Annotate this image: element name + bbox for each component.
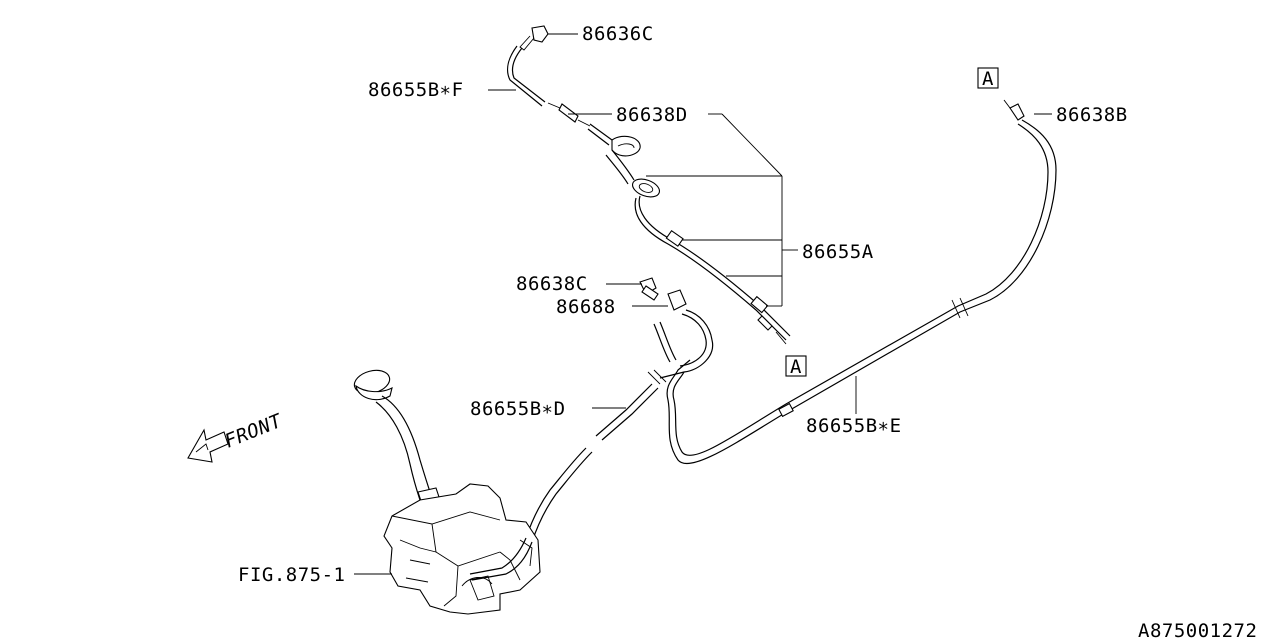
- catalog-code: A875001272: [1138, 620, 1257, 640]
- part-label-86655A: 86655A: [802, 241, 874, 263]
- rear-washer-hose-assembly: [666, 99, 1057, 465]
- figure-reference-label: FIG.875-1: [238, 564, 345, 586]
- connector-a-top-label: A: [982, 68, 994, 90]
- part-label-86655B-D: 86655B∗D: [470, 398, 566, 420]
- leader-lines: [354, 33, 1052, 575]
- middle-washer-hose-assembly: [525, 277, 714, 543]
- connector-a-top: A: [977, 67, 999, 90]
- part-label-86655B-F: 86655B∗F: [368, 79, 464, 101]
- part-label-86638C: 86638C: [516, 273, 588, 295]
- part-label-86688: 86688: [556, 296, 616, 318]
- part-label-86636C: 86636C: [582, 23, 654, 45]
- front-direction-arrow: FRONT: [187, 409, 287, 463]
- part-label-86655B-E: 86655B∗E: [806, 415, 902, 437]
- washer-tank: [353, 369, 541, 615]
- part-label-86638B: 86638B: [1056, 104, 1128, 126]
- connector-a-mid: A: [785, 355, 807, 378]
- part-label-86638D: 86638D: [616, 104, 688, 126]
- front-label: FRONT: [222, 409, 287, 452]
- connector-a-mid-label: A: [790, 356, 802, 378]
- front-washer-hose-assembly: [507, 25, 791, 345]
